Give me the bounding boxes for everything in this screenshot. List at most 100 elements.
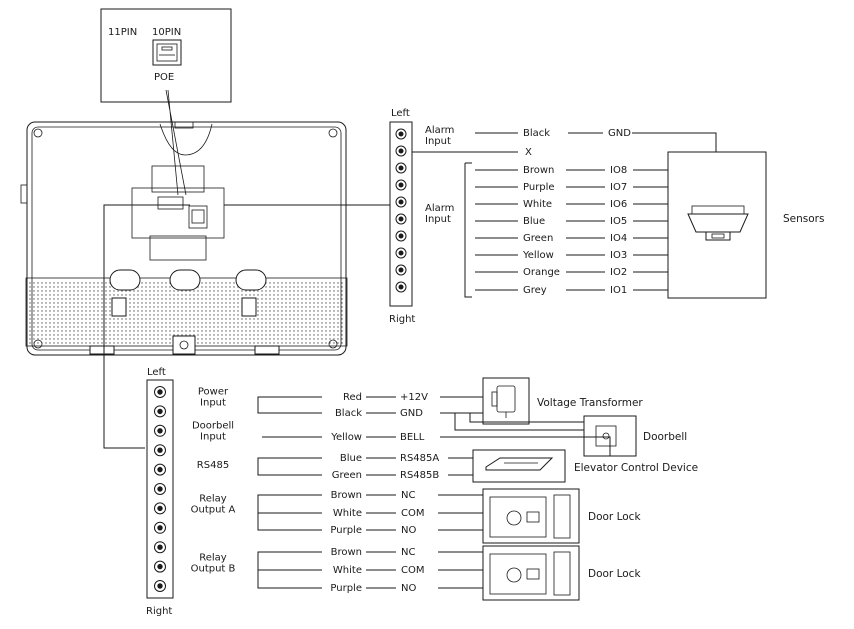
grille-dot [341,326,343,328]
grille-dot [321,322,323,324]
grille-dot [117,290,119,292]
wire-signal-label: +12V [400,392,428,403]
grille-dot [145,282,147,284]
grille-dot [273,302,275,304]
grille-dot [161,334,163,336]
grille-dot [41,282,43,284]
grille-dot [129,318,131,320]
grille-dot [273,326,275,328]
grille-dot [313,310,315,312]
terminal-pin-core [398,233,404,239]
grille-dot [49,282,51,284]
grille-dot [317,286,319,288]
grille-dot [153,314,155,316]
grille-dot [37,302,39,304]
grille-dot [209,286,211,288]
grille-dot [117,326,119,328]
grille-dot [65,330,67,332]
grille-dot [321,310,323,312]
grille-dot [257,306,259,308]
grille-dot [53,326,55,328]
grille-dot [309,302,311,304]
grille-dot [149,294,151,296]
grille-dot [337,290,339,292]
grille-dot [261,330,263,332]
grille-dot [133,318,135,320]
grille-dot [145,290,147,292]
grille-dot [101,290,103,292]
terminal-pin-core [398,250,404,256]
grille-dot [269,290,271,292]
grille-dot [213,330,215,332]
grille-dot [285,302,287,304]
grille-dot [169,322,171,324]
grille-dot [309,282,311,284]
grille-dot [261,314,263,316]
alarm-input-label-1: Alarm Input [425,125,458,147]
grille-dot [321,334,323,336]
grille-dot [325,318,327,320]
grille-dot [269,298,271,300]
grille-dot [265,318,267,320]
grille-dot [325,326,327,328]
grille-dot [173,306,175,308]
grille-dot [73,314,75,316]
grille-dot [157,302,159,304]
grille-dot [289,282,291,284]
grille-dot [257,342,259,344]
grille-dot [53,294,55,296]
wire-signal-label: IO3 [610,250,627,261]
terminal-pin [154,405,166,418]
grille-dot [309,290,311,292]
terminal-pin-core [398,131,404,137]
grille-dot [293,338,295,340]
grille-dot [89,326,91,328]
wire-signal-label: IO4 [610,233,627,244]
grille-dot [125,342,127,344]
grille-dot [61,282,63,284]
grille-dot [269,338,271,340]
grille-dot [249,290,251,292]
grille-dot [93,342,95,344]
grille-dot [221,330,223,332]
grille-dot [125,290,127,292]
grille-dot [57,342,59,344]
grille-dot [157,306,159,308]
grille-dot [129,306,131,308]
grille-dot [29,334,31,336]
grille-dot [329,282,331,284]
terminal-pin-core [157,563,163,570]
grille-dot [321,338,323,340]
grille-dot [209,282,211,284]
grille-dot [297,322,299,324]
grille-dot [137,290,139,292]
grille-dot [65,298,67,300]
terminal-pin-core [157,447,163,453]
grille-dot [145,302,147,304]
alarm-input-label-line: Input [425,214,451,225]
grille-dot [85,334,87,336]
grille-dot [309,342,311,344]
grille-dot [321,326,323,328]
grille-dot [205,338,207,340]
grille-dot [161,338,163,340]
grille-dot [229,326,231,328]
grille-dot [181,334,183,336]
grille-dot [145,310,147,312]
grille-dot [121,330,123,332]
grille-dot [281,282,283,284]
screw-hole-icon [328,128,338,138]
grille-dot [293,310,295,312]
grille-dot [149,318,151,320]
grille-dot [289,298,291,300]
voltage-transformer-device: Voltage Transformer [482,377,643,425]
smoke-detector-icon [687,205,749,241]
grille-dot [161,282,163,284]
grille-dot [149,302,151,304]
grille-dot [285,286,287,288]
grille-dot [165,286,167,288]
grille-dot [57,302,59,304]
grille-dot [325,302,327,304]
wire-color-label: White [333,508,362,519]
grille-dot [73,306,75,308]
